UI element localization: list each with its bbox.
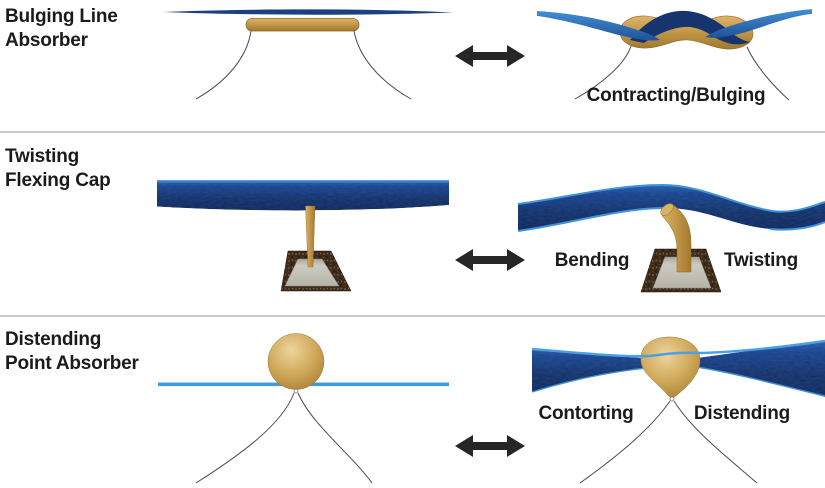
mooring-line-left [579,400,671,484]
mooring-line-left [574,45,632,100]
mooring-line-right [673,400,758,484]
row-title-twisting-flexing-cap: Twisting Flexing Cap [5,145,111,193]
bent-slab-outline-highlight [517,183,825,232]
title-line: Point Absorber [5,353,139,374]
title-line: Distending [5,329,102,350]
wedge-bottom-highlight-left [531,367,647,393]
buoy-sphere [267,333,325,390]
distorted-buoy-blob [640,336,701,398]
mooring-line-right [746,46,790,101]
row-divider [0,131,825,133]
double-headed-arrow-icon [455,45,525,67]
bent-spar-tip [660,203,674,216]
double-headed-arrow-icon [455,435,525,457]
mooring-line-left [195,392,295,484]
label-twisting: Twisting [723,250,799,271]
bulging-line-calm-state [163,9,453,100]
flexing-cap-calm-state [157,180,449,292]
wedge-bottom-highlight-right [696,366,825,397]
mooring-knot [669,396,675,402]
buoy-tube [245,18,360,32]
point-absorber-calm-state [158,333,449,484]
double-headed-arrow-icon [455,249,525,271]
title-line: Flexing Cap [5,170,111,191]
title-line: Bulging Line [5,6,118,27]
label-distending: Distending [693,403,791,424]
row-title-distending-point-absorber: Distending Point Absorber [5,328,139,376]
title-line: Twisting [5,146,80,167]
label-contracting-bulging: Contracting/Bulging [586,85,766,106]
row-divider [0,315,825,317]
flexing-cap-deformed-state [517,183,825,293]
mooring-line-right [297,392,373,484]
flexing-spar [305,205,316,268]
mooring-knot [293,388,299,394]
mooring-line-right [353,30,412,100]
bent-spar [661,203,692,273]
water-slab [157,181,449,211]
concrete-anchor [284,258,340,287]
label-contorting: Contorting [538,403,634,424]
row-title-bulging-line-absorber: Bulging Line Absorber [5,5,118,53]
mooring-line-left [195,30,252,100]
calm-water-line [163,9,453,15]
stream-line-highlight [531,339,825,358]
row-twisting-flexing-cap [157,180,825,293]
label-bending: Bending [554,250,630,271]
title-line: Absorber [5,30,88,51]
